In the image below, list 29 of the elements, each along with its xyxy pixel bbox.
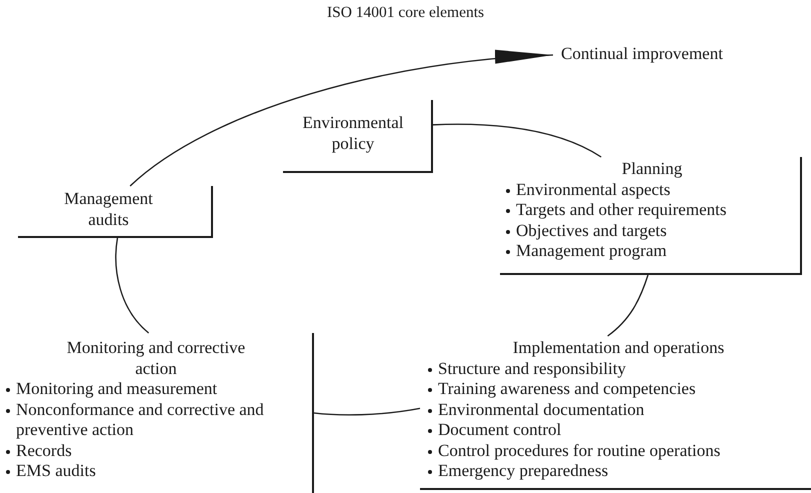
diagram-title: ISO 14001 core elements [326,4,484,21]
element-label: Environmental policy [302,113,404,152]
connector-line [115,238,150,334]
bullet-item: Environmental documentation [426,400,811,420]
arrow [130,51,554,186]
connector-line [607,274,649,337]
element-heading: Planning [622,159,682,178]
bullet-item: Records [4,440,308,461]
bullet-item: Management program [504,241,800,262]
bullet-item: Control procedures for routine operations [426,440,811,461]
bullet-item: EMS audits [4,461,308,482]
connector-line [432,124,602,158]
bullet-item: Objectives and targets [504,220,800,241]
element-heading: Monitoring and corrective action [66,338,246,378]
bullet-item: Targets and other requirements [504,200,800,220]
connector-line [314,408,420,416]
bullet-item: Environmental aspects [504,180,800,200]
element-label: Management audits [64,189,153,228]
bullet-item: Monitoring and measurement [4,379,308,400]
element-label: Continual improvement [561,44,723,63]
bullet-item: Structure and responsibility [426,358,811,379]
element-box [18,186,213,238]
bullet-item: Emergency preparedness [426,461,811,482]
bullet-item: Nonconformance and corrective and preventive action [4,400,308,440]
bullet-item: Document control [426,420,811,440]
element-heading: Implementation and operations [512,338,724,357]
element-box [283,100,433,173]
bullet-item: Training awareness and competencies [426,379,811,400]
element-box [500,157,802,275]
